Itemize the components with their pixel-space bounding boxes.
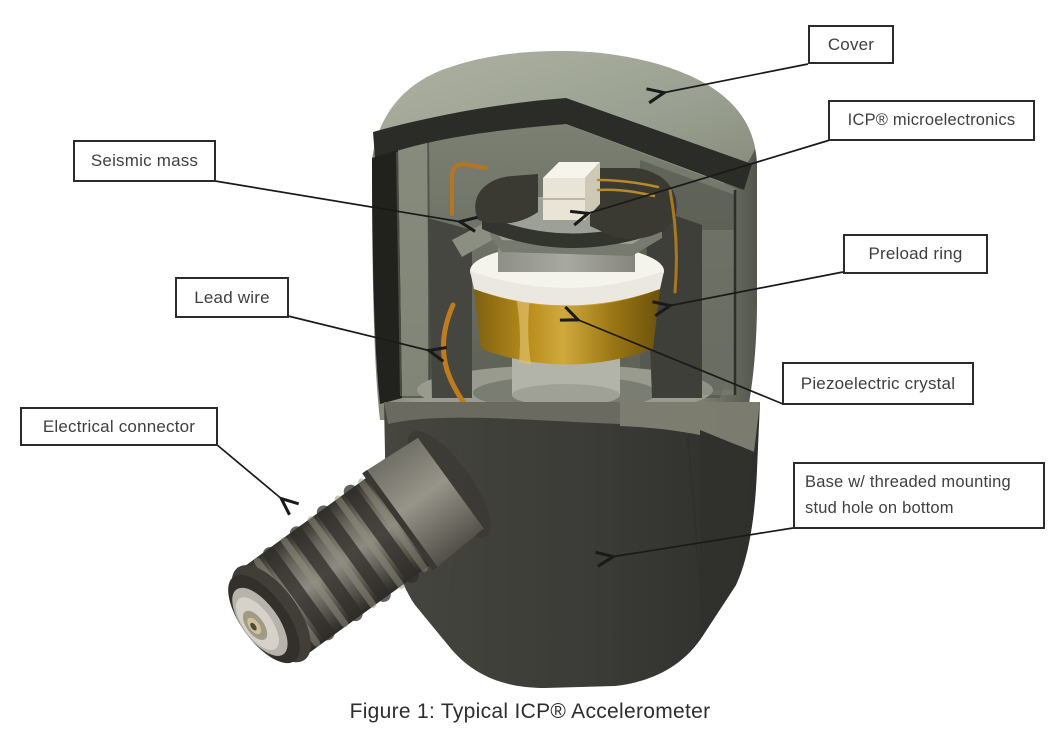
label-seismic-mass: Seismic mass bbox=[73, 140, 216, 182]
label-piezoelectric-crystal-text: Piezoelectric crystal bbox=[800, 373, 956, 393]
label-preload-ring: Preload ring bbox=[843, 234, 988, 274]
leader-lead-wire bbox=[287, 315, 431, 351]
label-cover-text: Cover bbox=[827, 34, 875, 54]
label-base: Base w/ threaded mounting stud hole on b… bbox=[793, 462, 1045, 529]
label-piezoelectric-crystal: Piezoelectric crystal bbox=[782, 362, 974, 405]
figure-caption: Figure 1: Typical ICP® Accelerometer bbox=[349, 700, 711, 723]
leader-electrical-connector bbox=[215, 443, 283, 500]
label-electrical-connector-text: Electrical connector bbox=[42, 416, 196, 436]
label-icp-microelectronics-text: ICP® microelectronics bbox=[847, 111, 1016, 129]
leader-lines bbox=[214, 63, 844, 557]
label-seismic-mass-text: Seismic mass bbox=[90, 151, 199, 170]
leader-seismic-mass bbox=[214, 180, 462, 222]
icp-microelectronics-shape bbox=[543, 162, 600, 220]
leader-piezoelectric-crystal bbox=[576, 319, 784, 405]
base-shape bbox=[384, 402, 760, 688]
label-icp-microelectronics: ICP® microelectronics bbox=[828, 100, 1035, 141]
label-lead-wire-text: Lead wire bbox=[194, 287, 270, 307]
leader-cover bbox=[662, 63, 809, 93]
leader-preload-ring bbox=[668, 271, 844, 306]
leader-icp-microelectronics bbox=[586, 139, 831, 214]
connector-shape bbox=[228, 430, 491, 664]
label-lead-wire: Lead wire bbox=[175, 277, 289, 318]
label-cover: Cover bbox=[808, 25, 894, 64]
cut-faces bbox=[372, 98, 752, 404]
label-electrical-connector: Electrical connector bbox=[20, 407, 218, 446]
label-base-text: Base w/ threaded mounting stud hole on b… bbox=[805, 472, 1011, 517]
label-preload-ring-text: Preload ring bbox=[868, 244, 963, 263]
leader-base bbox=[611, 527, 794, 557]
